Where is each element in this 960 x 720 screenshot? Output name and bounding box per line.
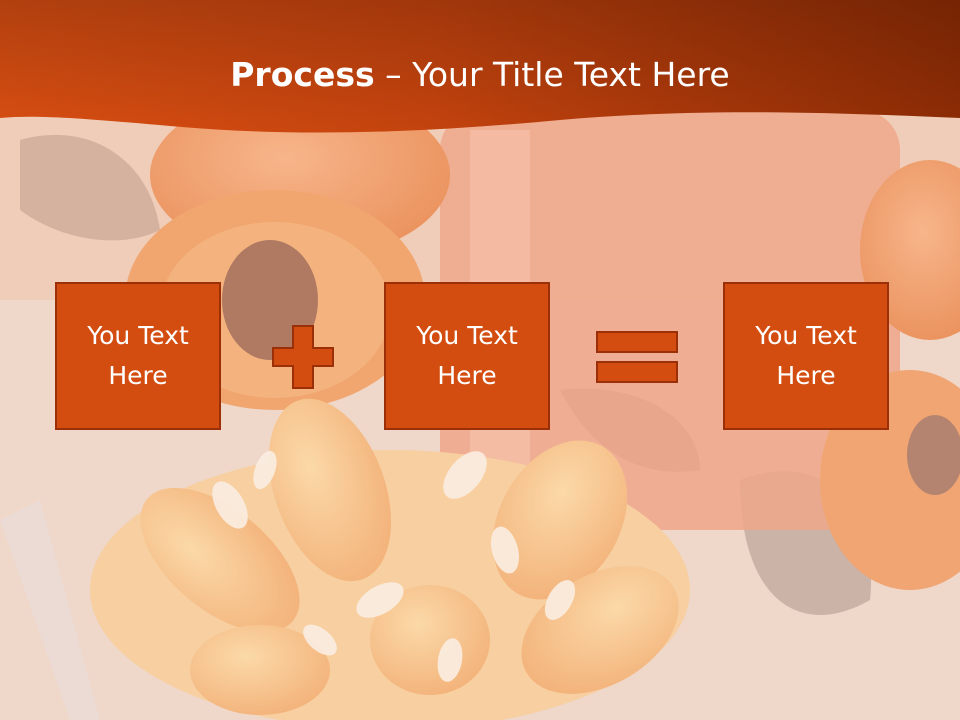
process-box-2: You Text Here — [384, 282, 550, 430]
title-rest: – Your Title Text Here — [374, 55, 730, 94]
process-box-3: You Text Here — [723, 282, 889, 430]
process-box-3-text: You Text Here — [755, 321, 857, 390]
process-box-1: You Text Here — [55, 282, 221, 430]
process-box-2-text: You Text Here — [416, 321, 518, 390]
equals-icon — [596, 331, 678, 383]
plus-icon — [272, 325, 334, 389]
slide-title: Process – Your Title Text Here — [0, 52, 960, 98]
title-bold: Process — [230, 55, 375, 94]
process-box-1-text: You Text Here — [87, 321, 189, 390]
